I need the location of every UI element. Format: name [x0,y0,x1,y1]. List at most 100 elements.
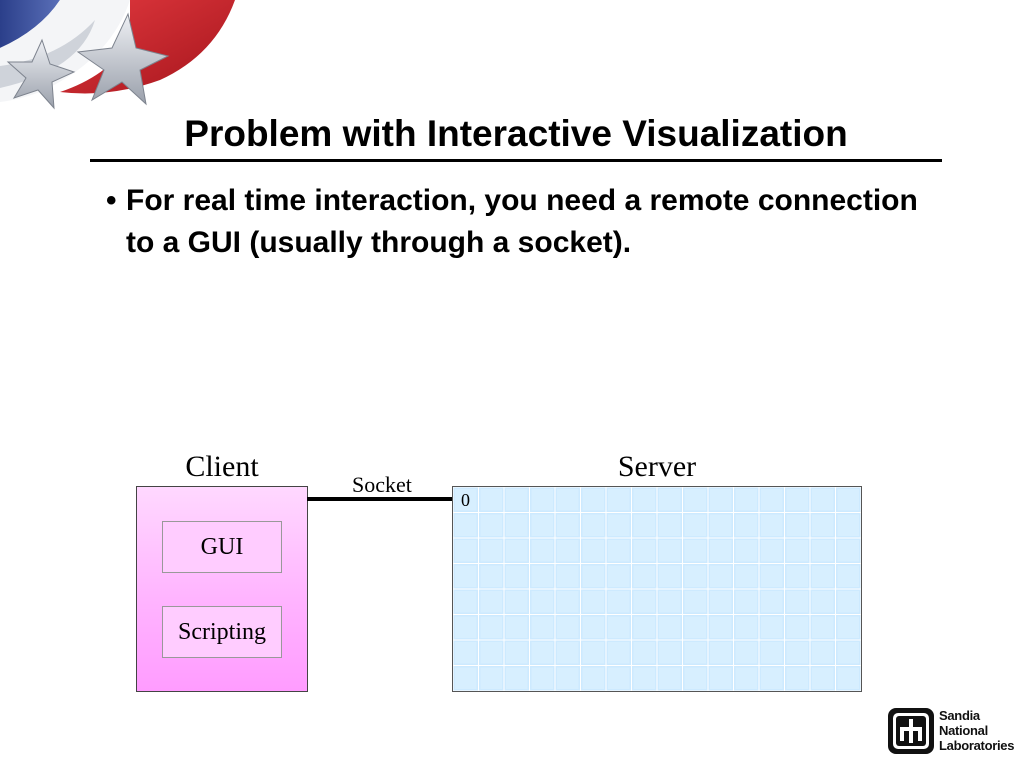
server-grid-cell-highlight [786,642,808,664]
server-grid-cell-highlight [480,540,502,562]
server-grid-cell-highlight [735,514,757,536]
server-grid-cell-highlight [608,591,630,613]
server-grid-cell-highlight [761,540,783,562]
server-grid-cell-highlight [557,642,579,664]
server-label: Server [617,450,697,483]
server-grid-cell-highlight [557,565,579,587]
server-grid-cell-highlight [761,591,783,613]
server-grid-cell-highlight [659,514,681,536]
server-grid-cell-highlight [710,540,732,562]
server-grid-cell-highlight [480,514,502,536]
server-grid-cell-highlight [710,514,732,536]
server-grid-cell-highlight [608,667,630,689]
server-grid-cell-highlight [786,591,808,613]
server-grid-cell-highlight [582,642,604,664]
server-grid-cell-highlight [582,667,604,689]
server-grid-cell-highlight [812,591,834,613]
client-label: Client [185,450,259,483]
server-grid-cell-highlight [659,489,681,511]
server-grid-cell-highlight [735,591,757,613]
server-grid-cell-highlight [786,565,808,587]
server-grid-cell-highlight [557,667,579,689]
server-grid-cell-highlight [557,540,579,562]
server-grid-cell-highlight [582,565,604,587]
server-grid-cell-highlight [837,565,859,587]
server-grid-cell-highlight [480,591,502,613]
server-grid-cell-highlight [761,667,783,689]
server-grid-cell-highlight [531,514,553,536]
server-grid-cell-highlight [455,514,477,536]
server-grid-cell-highlight [735,540,757,562]
server-grid-cell-highlight [659,565,681,587]
server-grid-cell-highlight [786,514,808,536]
server-grid-cell-highlight [455,667,477,689]
server-grid-cell-highlight [786,489,808,511]
server-grid-cell-highlight [710,565,732,587]
server-grid-cell-highlight [531,591,553,613]
server-grid-cell-highlight [480,667,502,689]
server-grid-cell-highlight [684,540,706,562]
title-underline [90,159,942,162]
server-grid-cell-highlight [812,642,834,664]
server-grid-cell-highlight [582,540,604,562]
logo-line-1: Sandia [939,708,980,723]
server-grid-cell-highlight [506,616,528,638]
server-grid-cell-highlight [684,642,706,664]
server-grid-cell-highlight [786,540,808,562]
server-grid-cell-highlight [710,642,732,664]
server-grid-cell-highlight [531,489,553,511]
server-grid-cell-highlight [633,591,655,613]
server-grid-cell-highlight [786,616,808,638]
server-grid-cell-highlight [557,489,579,511]
server-grid-cell-highlight [710,616,732,638]
server-grid-cell-highlight [557,616,579,638]
logo-line-2: National [939,723,988,738]
server-grid-cell-highlight [659,591,681,613]
server-grid-cell-highlight [684,514,706,536]
server-grid-cell-highlight [710,667,732,689]
server-grid-cell-highlight [455,616,477,638]
server-grid-cell-highlight [506,489,528,511]
corner-decoration [0,0,235,110]
server-grid-cell-highlight [659,667,681,689]
server-grid-cell-highlight [531,565,553,587]
server-grid-cell-highlight [455,591,477,613]
server-cell-label: 0 [461,490,470,510]
server-grid-cell-highlight [633,565,655,587]
server-grid-cell-highlight [608,642,630,664]
server-grid-cell-highlight [633,667,655,689]
sandia-thunderbird-icon [888,708,934,754]
server-grid [453,487,861,691]
server-grid-cell-highlight [684,616,706,638]
scripting-box: Scripting [162,606,282,658]
server-grid-cell-highlight [531,642,553,664]
server-grid-cell-highlight [812,616,834,638]
server-grid-cell-highlight [608,616,630,638]
server-grid-cell-highlight [837,540,859,562]
server-grid-cell-highlight [455,642,477,664]
client-box: GUI Scripting [136,486,308,692]
sandia-logo-text: Sandia National Laboratories [939,708,1014,753]
server-grid-cell-highlight [761,642,783,664]
server-grid-cell-highlight [582,616,604,638]
server-grid-cell-highlight [761,489,783,511]
server-grid-cell-highlight [480,489,502,511]
server-grid-cell-highlight [735,616,757,638]
server-grid-cell-highlight [812,514,834,536]
bullet-marker: • [106,184,117,217]
server-box: 0 [452,486,862,692]
server-grid-cell-highlight [480,642,502,664]
server-grid-cell-highlight [531,616,553,638]
server-grid-cell-highlight [735,642,757,664]
server-grid-cell-highlight [837,642,859,664]
server-grid-cell-highlight [455,540,477,562]
server-grid-cell-highlight [684,489,706,511]
server-grid-cell-highlight [659,540,681,562]
server-grid-cell-highlight [608,514,630,536]
server-grid-cell-highlight [506,514,528,536]
slide-title: Problem with Interactive Visualization [184,113,848,154]
gui-box: GUI [162,521,282,573]
server-grid-cell-highlight [557,514,579,536]
server-grid-cell-highlight [735,489,757,511]
server-grid-cell-highlight [659,616,681,638]
